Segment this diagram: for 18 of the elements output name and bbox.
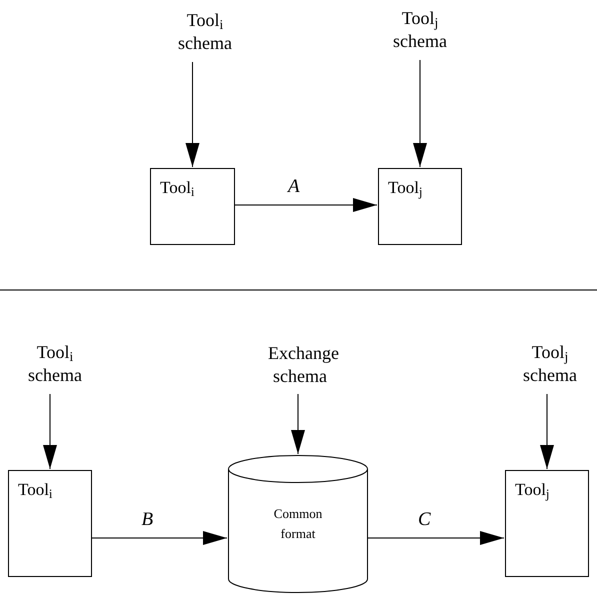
- arrow: [291, 394, 305, 454]
- schema-label: Tool$_{j}$ schema: [510, 338, 590, 390]
- tool-box: Tool$_{j}$: [505, 470, 589, 577]
- tool-box: Tool$_{i}$: [8, 470, 92, 577]
- schema-label: Exchange schema: [250, 340, 350, 390]
- schema-label: Tool$_{i}$ schema: [15, 338, 95, 390]
- database-cylinder: Common format: [228, 455, 368, 593]
- arrow: [43, 394, 57, 470]
- schema-label: Tool$_{j}$ schema: [380, 4, 460, 56]
- arrow: [368, 531, 504, 545]
- schema-label: Tool$_{i}$ schema: [165, 6, 245, 58]
- arrow: [186, 62, 200, 168]
- arrow: [540, 394, 554, 470]
- tool-box: Tool$_{j}$: [378, 168, 462, 245]
- arrow: [413, 60, 427, 168]
- arrow: [92, 531, 228, 545]
- arrow: [234, 198, 378, 212]
- tool-box: Tool$_{i}$: [150, 168, 235, 245]
